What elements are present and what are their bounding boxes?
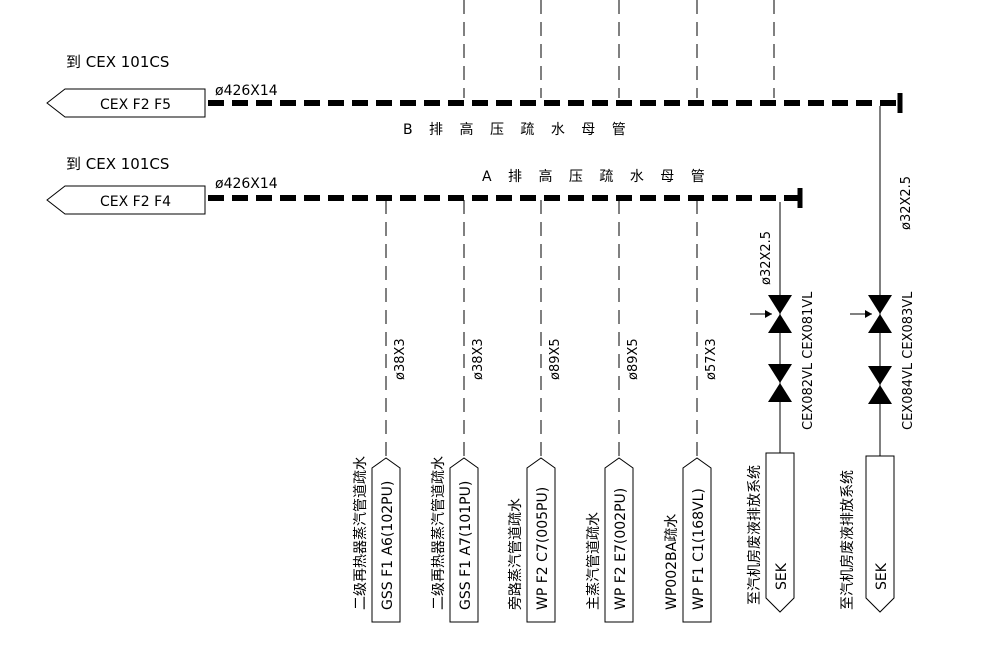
drain-a-arrow-box (765, 452, 795, 613)
branch-3-desc: 旁路蒸汽管道疏水 (507, 498, 524, 610)
branch-2-arrow-box (449, 457, 479, 623)
b-header-tag: CEX F2 F5 (100, 97, 171, 113)
branch-4-size: ø89X5 (626, 338, 641, 380)
offpage-arrow-icon (46, 88, 206, 118)
drain-b-valves: CEX084VL CEX083VL (901, 291, 916, 430)
drain-b-dest: 至汽机房废液排放系统 (840, 470, 856, 610)
branch-1-desc: 二级再热器蒸汽管道疏水 (353, 456, 369, 610)
gate-valve-icon[interactable] (768, 364, 792, 402)
drain-b-tag: SEK (874, 562, 890, 590)
branch-2-desc: 二级再热器蒸汽管道疏水 (431, 456, 447, 610)
drain-a: ø32X2.5 CEX082VL CEX081VL SEK 至汽机房废液排放系统 (747, 202, 816, 613)
drain-b-arrow-box (865, 455, 895, 613)
branch-4-tag: WP F2 E7(002PU) (613, 488, 629, 610)
branch-5-arrow-box (682, 457, 712, 623)
branch-1-size: ø38X3 (393, 338, 408, 380)
branch-1: ø38X3 GSS F1 A6(102PU) 二级再热器蒸汽管道疏水 (353, 200, 408, 623)
gate-valve-icon[interactable] (768, 295, 792, 333)
b-header-to-label: 到 CEX 101CS (66, 53, 169, 71)
branch-5-tag: WP F1 C1(168VL) (691, 488, 707, 610)
b-header-incoming-lines (463, 0, 775, 98)
offpage-arrow-icon (46, 185, 206, 215)
a-header-title: A 排 高 压 疏 水 母 管 (482, 168, 711, 185)
arrow-head-icon (865, 310, 872, 318)
branch-5-size: ø57X3 (704, 338, 719, 380)
drain-b-size: ø32X2.5 (899, 176, 914, 230)
branch-2: ø38X3 GSS F1 A7(101PU) 二级再热器蒸汽管道疏水 (431, 200, 486, 623)
gate-valve-icon[interactable] (868, 366, 892, 404)
branch-4: ø89X5 WP F2 E7(002PU) 主蒸汽管道疏水 (586, 200, 641, 623)
branch-3-arrow-box (526, 457, 556, 623)
b-header-group: 到 CEX 101CS CEX F2 F5 ø426X14 B 排 高 压 疏 … (46, 53, 903, 138)
a-header-group: 到 CEX 101CS CEX F2 F4 ø426X14 A 排 高 压 疏 … (46, 155, 803, 215)
drain-a-valves: CEX082VL CEX081VL (801, 291, 816, 430)
a-header-to-label: 到 CEX 101CS (66, 155, 169, 173)
branch-5-desc: WP002BA疏水 (664, 514, 680, 610)
branch-3-tag: WP F2 C7(005PU) (535, 487, 551, 610)
b-header-title: B 排 高 压 疏 水 母 管 (403, 121, 632, 138)
drain-b: ø32X2.5 CEX084VL CEX083VL SEK 至汽机房废液排放系统 (840, 106, 916, 613)
a-header-size: ø426X14 (215, 176, 278, 192)
arrow-head-icon (765, 310, 772, 318)
branch-5: ø57X3 WP F1 C1(168VL) WP002BA疏水 (664, 200, 719, 623)
drain-a-size: ø32X2.5 (759, 231, 774, 285)
branch-1-arrow-box (371, 457, 401, 623)
branch-1-tag: GSS F1 A6(102PU) (380, 481, 396, 610)
b-header-size: ø426X14 (215, 83, 278, 99)
branch-2-tag: GSS F1 A7(101PU) (458, 481, 474, 610)
branch-3: ø89X5 WP F2 C7(005PU) 旁路蒸汽管道疏水 (507, 200, 563, 623)
gate-valve-icon[interactable] (868, 295, 892, 333)
drain-a-tag: SEK (774, 562, 790, 590)
branch-4-desc: 主蒸汽管道疏水 (586, 512, 602, 610)
drain-a-dest: 至汽机房废液排放系统 (747, 465, 763, 605)
branch-2-size: ø38X3 (471, 338, 486, 380)
a-header-tag: CEX F2 F4 (100, 194, 171, 210)
branch-4-arrow-box (604, 457, 634, 623)
branch-3-size: ø89X5 (548, 338, 563, 380)
